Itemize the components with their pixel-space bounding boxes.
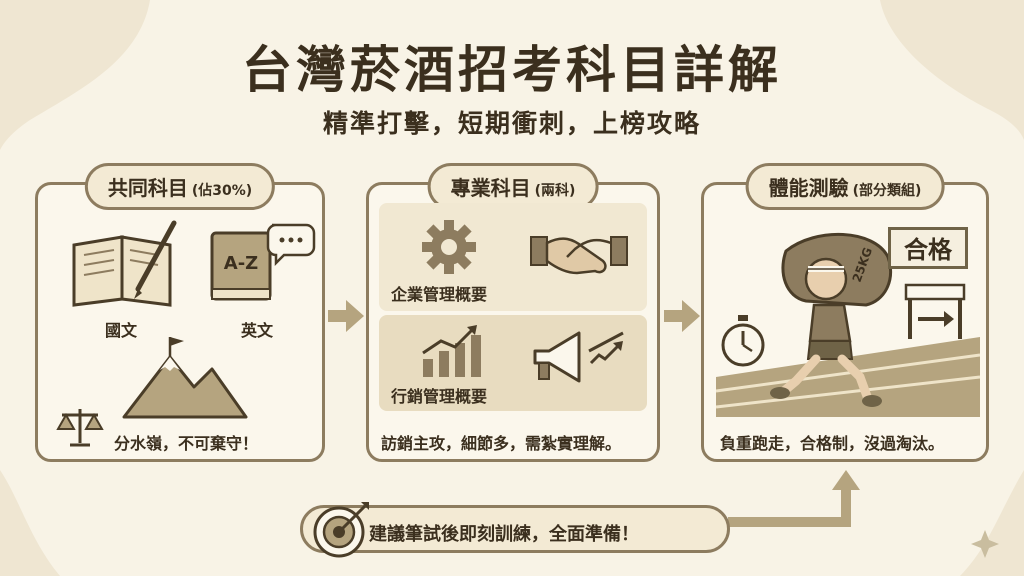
page-subtitle: 精準打擊，短期衝刺，上榜攻略	[322, 109, 701, 138]
major-header-sub: (兩科)	[534, 183, 576, 199]
bottom-banner-text: 建議筆試後即刻訓練，全面準備！	[369, 524, 639, 545]
gear-icon	[422, 220, 476, 274]
pass-stamp: 合格	[888, 227, 968, 269]
scale-icon	[56, 409, 104, 447]
subject-label-english: 英文	[241, 321, 274, 340]
runner-with-sandbag: 25KG	[770, 233, 893, 407]
common-header-sub: (佔30%)	[191, 183, 253, 199]
handshake-icon	[530, 236, 628, 275]
physical-test-header: 體能測驗(部分類組)	[745, 163, 945, 210]
growth-chart-icon	[422, 325, 481, 377]
physical-header-title: 體能測驗	[768, 176, 849, 200]
hurdle-icon	[904, 283, 966, 339]
mountain-flag-icon	[122, 337, 248, 419]
major-caption: 訪銷主攻，細節多，需紮實理解。	[381, 434, 622, 453]
flow-arrow-1-icon	[328, 300, 364, 332]
subject-label-business: 企業管理概要	[391, 285, 488, 304]
page-title: 台灣菸酒招考科目詳解	[242, 41, 782, 99]
bottom-banner: 建議筆試後即刻訓練，全面準備！	[300, 502, 730, 558]
physical-header-sub: (部分類組)	[852, 183, 922, 199]
physical-test-panel: 體能測驗(部分類組) 25KG 合格 負重跑走，合格制，沒過淘汰。	[701, 163, 989, 462]
common-header-title: 共同科目	[107, 176, 188, 200]
connector-arrow-icon	[728, 470, 860, 527]
book-pen-icon	[72, 220, 177, 307]
major-subjects-panel: 專業科目(兩科) 企業管理概要 行銷管理概要 訪銷主攻，細	[366, 163, 660, 462]
megaphone-icon	[533, 331, 624, 383]
flow-arrow-2-icon	[664, 300, 700, 332]
stopwatch-icon	[721, 315, 765, 367]
common-caption: 分水嶺，不可棄守！	[114, 434, 259, 453]
a-z-text: A-Z	[224, 253, 258, 274]
a-z-book-icon: A-Z	[210, 223, 316, 301]
physical-caption: 負重跑走，合格制，沒過淘汰。	[720, 434, 945, 453]
subject-label-chinese: 國文	[105, 321, 138, 340]
major-row-1-bg	[379, 203, 647, 311]
target-icon	[313, 502, 369, 558]
major-header-title: 專業科目	[450, 176, 531, 200]
common-subjects-panel: 共同科目(佔30%) A-Z 國文 英文 分水嶺，不可棄守！	[35, 163, 325, 462]
common-subjects-header: 共同科目(佔30%)	[84, 163, 276, 210]
major-subjects-header: 專業科目(兩科)	[427, 163, 599, 210]
subject-label-marketing: 行銷管理概要	[391, 387, 488, 406]
